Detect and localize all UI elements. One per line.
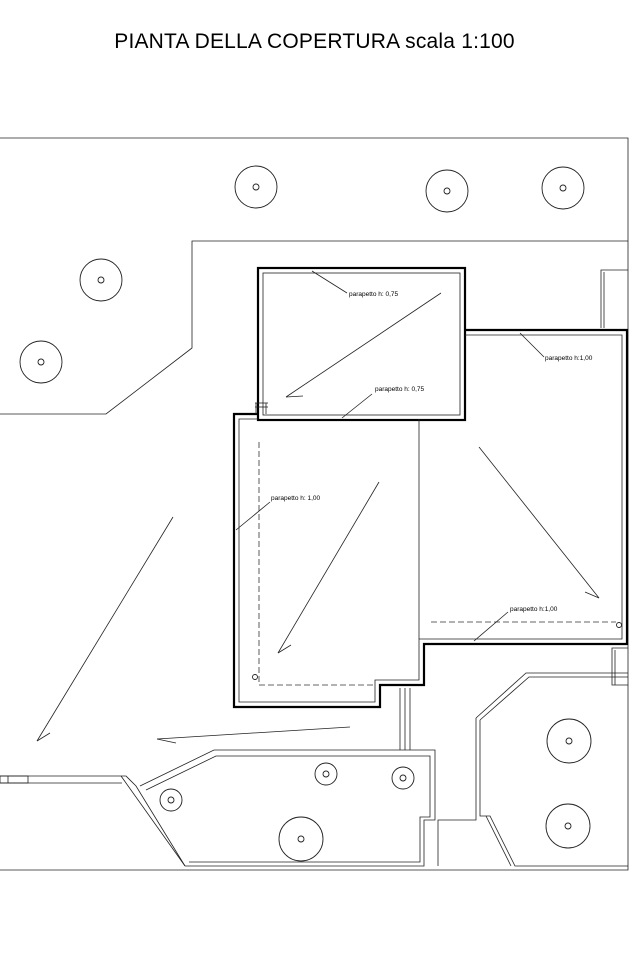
- upper-terrace-outline: [0, 240, 628, 415]
- right-edge-structure: [600, 269, 628, 686]
- label-parapet-left-mid: parapetto h: 1,00: [271, 495, 321, 502]
- lower-left-structures: [0, 775, 186, 867]
- lower-planter: [139, 749, 436, 867]
- lower-right-planter: [437, 672, 628, 867]
- roof-block-upper: [256, 266, 467, 422]
- dashed-lines: [258, 442, 616, 686]
- site-boundary: [0, 137, 629, 871]
- slope-arrows: [36, 292, 600, 744]
- parapet-labels: parapetto h: 0,75 parapetto h: 0,75 para…: [271, 291, 593, 613]
- drawing-title: PIANTA DELLA COPERTURA scala 1:100: [114, 30, 515, 53]
- label-leaders: [235, 270, 545, 642]
- label-parapet-right-bottom: parapetto h:1,00: [510, 606, 558, 613]
- roof-block-right: [232, 328, 629, 709]
- corridor: [399, 688, 411, 750]
- drain-markers: [252, 622, 622, 680]
- parapet-stub: [255, 402, 268, 414]
- label-parapet-right-top: parapetto h:1,00: [545, 355, 593, 362]
- label-parapet-top-a: parapetto h: 0,75: [349, 291, 399, 298]
- tree-symbols: [19, 165, 592, 862]
- label-parapet-top-b: parapetto h: 0,75: [375, 386, 425, 393]
